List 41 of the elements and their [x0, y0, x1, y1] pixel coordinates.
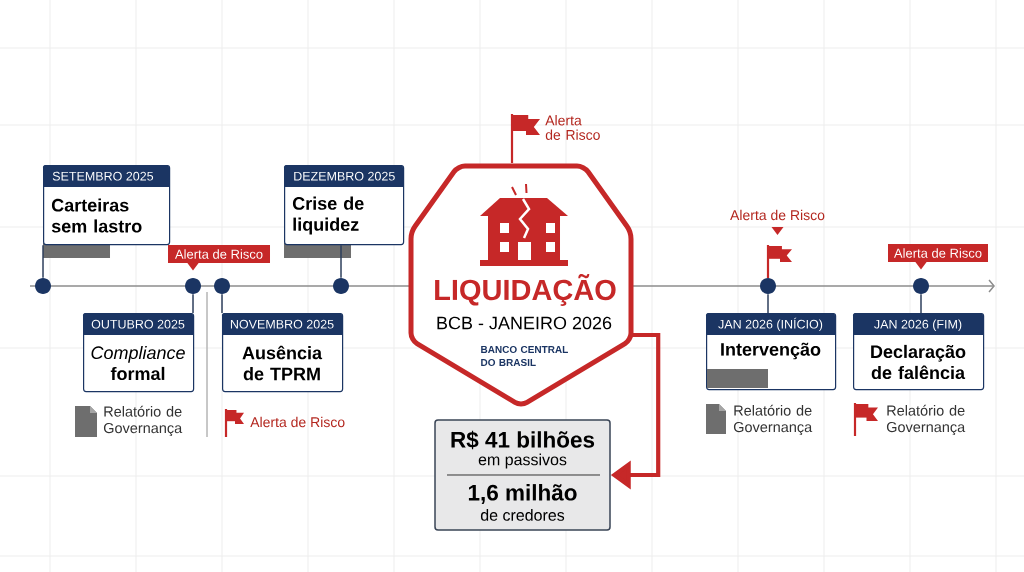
subtitle-text: BCB - JANEIRO 2026: [437, 316, 612, 330]
date-label: NOVEMBRO 2025: [230, 319, 334, 329]
alert-tag: Alerta de Risco: [168, 245, 270, 271]
shield-badge: [408, 163, 634, 407]
stat-caption: de credores: [480, 509, 565, 521]
date-label: JAN 2026 (INÍCIO): [718, 317, 823, 332]
alert-tag: Alerta de Risco: [888, 244, 988, 270]
event-card: [284, 165, 405, 246]
note-text: Relatório de Governança: [103, 405, 183, 437]
timeline-dot: [760, 278, 776, 294]
stat-caption: em passivos: [478, 453, 567, 469]
alert-text: Alerta de Risco: [730, 209, 825, 221]
timeline-dot: [35, 278, 51, 294]
timeline-dot: [185, 278, 201, 294]
event-title: Ausência de TPRM: [242, 345, 323, 381]
event-title: Declaração de falência: [871, 344, 966, 380]
event-card: [83, 313, 195, 393]
event-title: Intervenção: [721, 342, 821, 360]
date-label: DEZEMBRO 2025: [294, 171, 395, 181]
event-title: Compliance formal: [91, 345, 185, 381]
event-card: [853, 313, 985, 391]
note-text: Relatório de Governança: [886, 404, 966, 436]
event-card: [43, 165, 171, 246]
event-card: [706, 313, 837, 391]
date-label: SETEMBRO 2025: [52, 171, 154, 181]
event-title: Crise de liquidez: [292, 196, 364, 235]
event-card: [222, 313, 344, 393]
alert-text: Alerta de Risco: [250, 416, 345, 428]
title-text: LIQUIDAÇÃO: [435, 274, 616, 306]
stat-value: R$ 41 bilhões: [451, 430, 595, 450]
stat-value: 1,6 milhão: [468, 484, 577, 504]
stats-panel: [434, 419, 611, 531]
institution-name: BANCO CENTRAL DO BRASIL: [481, 345, 568, 367]
timeline-dot: [913, 278, 929, 294]
timeline-dot: [214, 278, 230, 294]
alert-text: Alerta de Risco: [545, 115, 600, 140]
event-title: Carteiras sem lastro: [51, 198, 142, 233]
note-text: Relatório de Governança: [733, 404, 813, 436]
timeline-dot: [333, 278, 349, 294]
date-label: OUTUBRO 2025: [91, 319, 185, 329]
date-label: JAN 2026 (FIM): [874, 319, 962, 332]
